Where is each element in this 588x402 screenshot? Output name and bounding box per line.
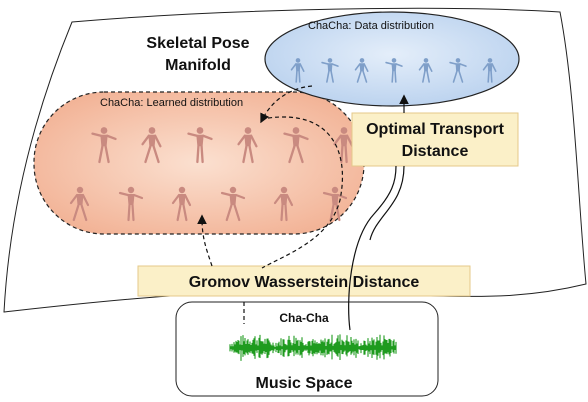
gromov-wasserstein-box xyxy=(137,265,471,297)
data-pose-figure xyxy=(449,58,467,83)
learned-pose-figure xyxy=(187,127,213,164)
data-pose-figure xyxy=(321,58,339,83)
optimal-transport-box xyxy=(351,112,519,167)
music-to-ot-solid-curve-1 xyxy=(348,165,397,331)
music-to-ot-solid-curve-2 xyxy=(369,165,405,241)
data-distribution-ellipse xyxy=(264,11,520,107)
manifold-title-line2: Manifold xyxy=(165,57,231,74)
optimal-transport-line1: Optimal Transport xyxy=(366,121,504,138)
music-genre-label: Cha-Cha xyxy=(279,311,329,325)
data-pose-figure xyxy=(290,58,305,83)
learned-pose-figure xyxy=(118,186,144,222)
gromov-wasserstein-label: Gromov Wasserstein Distance xyxy=(189,274,420,291)
data-pose-figure xyxy=(354,58,369,83)
data-figures-row xyxy=(290,58,497,83)
manifold-title-line1: Skeletal Pose xyxy=(146,35,249,52)
music-to-learned-dashed-arrow xyxy=(197,214,213,267)
optimal-transport-line2: Distance xyxy=(402,143,469,160)
learned-pose-figure xyxy=(220,186,246,222)
data-pose-figure xyxy=(482,58,497,83)
learned-to-music-dashed-curve xyxy=(261,116,344,269)
learned-pose-figure xyxy=(283,127,309,164)
learned-pose-figure xyxy=(69,186,90,222)
data-distribution-label: ChaCha: Data distribution xyxy=(308,20,434,32)
learned-distribution-label: ChaCha: Learned distribution xyxy=(100,97,243,109)
learned-pose-figure xyxy=(237,127,258,164)
learned-pose-figure xyxy=(91,127,117,164)
music-space-label: Music Space xyxy=(256,375,353,392)
data-pose-figure xyxy=(418,58,433,83)
data-to-learned-dashed-curve xyxy=(260,85,313,124)
learned-figures-bottom-row xyxy=(69,186,348,222)
learned-pose-figure xyxy=(141,127,162,164)
data-pose-figure xyxy=(385,58,403,83)
learned-pose-figure xyxy=(171,186,192,222)
learned-pose-figure xyxy=(273,186,294,222)
music-waveform xyxy=(229,334,397,361)
